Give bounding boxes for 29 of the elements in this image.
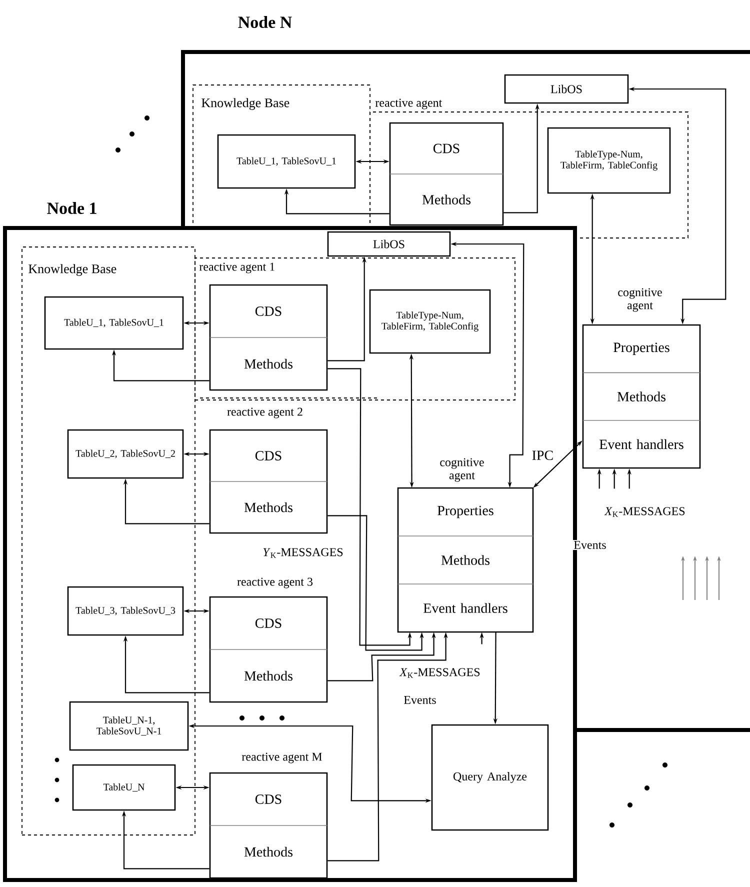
agent-box: cognitive agent Properties Methods Event handlers [582, 288, 701, 469]
agent-box: CDS Methods [209, 596, 328, 703]
text-label: reactive agent 2 [226, 406, 304, 420]
node-label: Node 1 [47, 202, 96, 214]
table-box: TableType-Num, TableFirm, TableConfig [547, 127, 671, 194]
table-box: LibOS [504, 74, 629, 104]
text-label: X$_{K}$-MESSAGES [604, 506, 686, 518]
agent-box: CDS Methods [209, 284, 328, 391]
node-label: cognitive agent [618, 288, 662, 312]
text-label: Events [402, 695, 438, 705]
table-box: TableType-Num, TableFirm, TableConfig [369, 289, 491, 354]
table-box: TableU_1, TableSovU_1 [44, 296, 184, 350]
table-box: TableU_N [72, 764, 176, 811]
node-label: cognitive agent [440, 458, 484, 482]
table-box: Query Analyze [431, 724, 549, 831]
table-box: TableU_3, TableSovU_3 [67, 586, 184, 636]
text-label: Y$_{K}$-MESSAGES [262, 547, 344, 559]
table-box: TableU_N-1, TableSovU_N-1 [69, 701, 189, 751]
text-label: X$_{K}$-MESSAGES [398, 667, 482, 679]
table-box: TableU_2, TableSovU_2 [67, 429, 184, 479]
text-label: Events [572, 540, 608, 550]
table-box: TableU_1, TableSovU_1 [217, 134, 356, 189]
text-label: reactive agent M [240, 752, 324, 764]
node-label: reactive agent [375, 98, 442, 110]
text-label: reactive agent 3 [236, 576, 314, 590]
agent-box: CDS Methods [389, 122, 504, 226]
table-box: LibOS [327, 231, 451, 257]
agent-box: CDS Methods [209, 772, 328, 879]
agent-box: CDS Methods [209, 429, 328, 534]
